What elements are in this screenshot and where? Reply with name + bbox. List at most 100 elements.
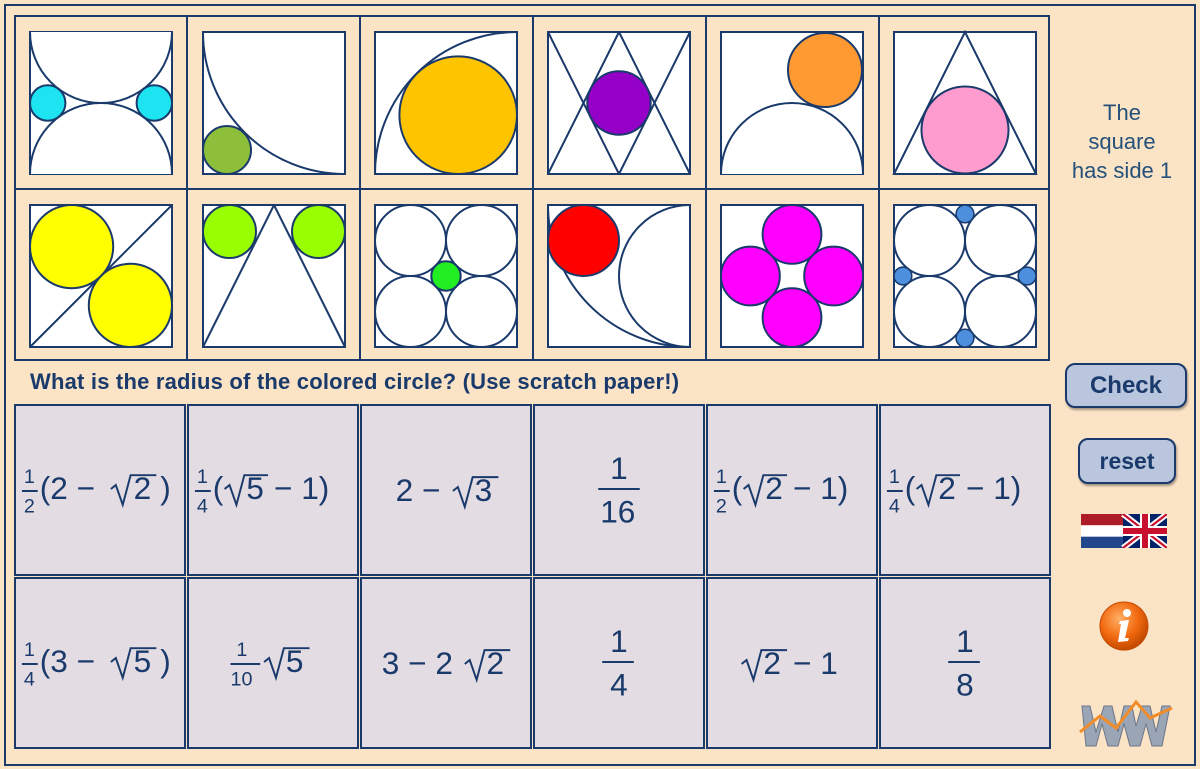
- svg-text:1: 1: [610, 623, 628, 659]
- answer-a1[interactable]: 1 2 (2 − 2 ): [14, 404, 186, 576]
- svg-text:1: 1: [956, 623, 974, 659]
- check-button[interactable]: Check: [1065, 363, 1187, 408]
- answer-a3[interactable]: 2 − 3: [360, 404, 532, 576]
- pink-circle: [920, 85, 1010, 175]
- svg-text:2: 2: [716, 496, 727, 518]
- answer-a7[interactable]: 1 4 (3 − 5 ): [14, 577, 186, 749]
- answer-grid: 1 2 (2 − 2 ) 1 4 ( 5 − 1) 2 − 3 1: [14, 404, 1052, 750]
- svg-text:3: 3: [475, 472, 493, 508]
- answer-a12[interactable]: 1 8: [879, 577, 1051, 749]
- svg-text:5: 5: [134, 643, 152, 679]
- answer-a1-formula: 1 2 (2 − 2 ): [21, 466, 171, 518]
- puzzle-6: [892, 29, 1038, 175]
- answer-a5-formula: 1 2 ( 2 − 1): [713, 466, 848, 518]
- puzzle-11: [720, 204, 864, 348]
- answer-a7-formula: 1 4 (3 − 5 ): [21, 639, 171, 691]
- svg-text:4: 4: [24, 669, 35, 691]
- puzzle-9: [374, 204, 518, 348]
- svg-text:2: 2: [487, 645, 505, 681]
- svg-text:10: 10: [231, 669, 253, 691]
- puzzle-board: [14, 15, 1050, 361]
- dutch-english-flag-icon[interactable]: [1081, 514, 1167, 548]
- puzzle-grid: [14, 15, 1050, 361]
- answer-a2[interactable]: 1 4 ( 5 − 1): [187, 404, 359, 576]
- svg-text:5: 5: [246, 470, 264, 506]
- answer-a11[interactable]: 2 − 1: [706, 577, 878, 749]
- puzzle-3: [374, 31, 518, 175]
- wm-logo-icon: [1079, 699, 1173, 747]
- svg-text:(3 −: (3 −: [40, 643, 95, 679]
- puzzle-2: [202, 31, 346, 175]
- svg-text:(: (: [732, 470, 743, 506]
- orange-circle: [787, 32, 863, 108]
- gold-circle: [398, 55, 518, 175]
- answer-a12-formula: 1 8: [948, 623, 980, 703]
- svg-text:2: 2: [134, 470, 152, 506]
- svg-text:): ): [160, 470, 171, 506]
- svg-text:4: 4: [197, 496, 208, 518]
- cyan-circle: [29, 84, 67, 122]
- info-icon[interactable]: [1098, 600, 1150, 652]
- svg-text:16: 16: [600, 494, 635, 530]
- svg-text:1: 1: [24, 639, 35, 661]
- answer-a10[interactable]: 1 4: [533, 577, 705, 749]
- svg-text:− 1): − 1): [274, 470, 329, 506]
- svg-text:1: 1: [889, 466, 900, 488]
- answer-a8[interactable]: 1 10 5: [187, 577, 359, 749]
- svg-text:2 −: 2 −: [396, 472, 441, 508]
- svg-text:1: 1: [716, 466, 727, 488]
- svg-text:1: 1: [236, 639, 247, 661]
- info-line-2: square: [1088, 129, 1156, 154]
- answer-a2-formula: 1 4 ( 5 − 1): [194, 466, 329, 518]
- svg-text:(2 −: (2 −: [40, 470, 95, 506]
- svg-text:2: 2: [763, 645, 781, 681]
- puzzle-5: [720, 31, 864, 175]
- svg-text:1: 1: [610, 450, 628, 486]
- svg-text:2: 2: [765, 470, 783, 506]
- purple-circle: [586, 70, 652, 136]
- answer-a8-formula: 1 10 5: [231, 639, 310, 691]
- svg-text:(: (: [905, 470, 916, 506]
- svg-text:2: 2: [24, 496, 35, 518]
- svg-text:8: 8: [956, 667, 974, 703]
- answer-a10-formula: 1 4: [602, 623, 634, 703]
- answer-a5[interactable]: 1 2 ( 2 − 1): [706, 404, 878, 576]
- answer-a6-formula: 1 4 ( 2 − 1): [886, 466, 1021, 518]
- answer-a6[interactable]: 1 4 ( 2 − 1): [879, 404, 1051, 576]
- olive-circle: [202, 125, 252, 175]
- reset-button[interactable]: reset: [1078, 438, 1176, 484]
- svg-text:3 − 2: 3 − 2: [382, 645, 453, 681]
- puzzle-4: [547, 31, 691, 175]
- info-text: The square has side 1: [1064, 98, 1180, 185]
- svg-text:5: 5: [286, 643, 304, 679]
- lime-circle: [202, 204, 257, 259]
- puzzle-10: [547, 204, 691, 348]
- puzzle-1: [29, 31, 174, 175]
- yellow-circle: [29, 204, 115, 290]
- answer-a3-formula: 2 − 3: [396, 472, 499, 511]
- svg-text:− 1): − 1): [793, 470, 848, 506]
- svg-text:1: 1: [197, 466, 208, 488]
- magenta-circle: [761, 204, 823, 265]
- question-text: What is the radius of the colored circle…: [30, 369, 680, 394]
- answer-a4[interactable]: 1 16: [533, 404, 705, 576]
- answer-a9[interactable]: 3 − 2 2: [360, 577, 532, 749]
- info-line-3: has side 1: [1071, 158, 1173, 183]
- puzzle-12: [893, 204, 1037, 348]
- svg-text:): ): [160, 643, 171, 679]
- svg-text:− 1): − 1): [966, 470, 1021, 506]
- answer-a11-formula: 2 − 1: [740, 645, 838, 684]
- info-line-1: The: [1103, 100, 1141, 125]
- answer-a4-formula: 1 16: [598, 450, 640, 530]
- blue-circle: [955, 204, 975, 224]
- svg-text:4: 4: [610, 667, 628, 703]
- svg-text:(: (: [213, 470, 224, 506]
- answer-a9-formula: 3 − 2 2: [382, 645, 511, 684]
- red-circle: [547, 204, 620, 277]
- svg-text:− 1: − 1: [793, 645, 838, 681]
- green-circle: [430, 260, 462, 292]
- svg-text:1: 1: [24, 466, 35, 488]
- puzzle-8: [202, 204, 346, 348]
- svg-text:4: 4: [889, 496, 900, 518]
- puzzle-7: [29, 204, 173, 348]
